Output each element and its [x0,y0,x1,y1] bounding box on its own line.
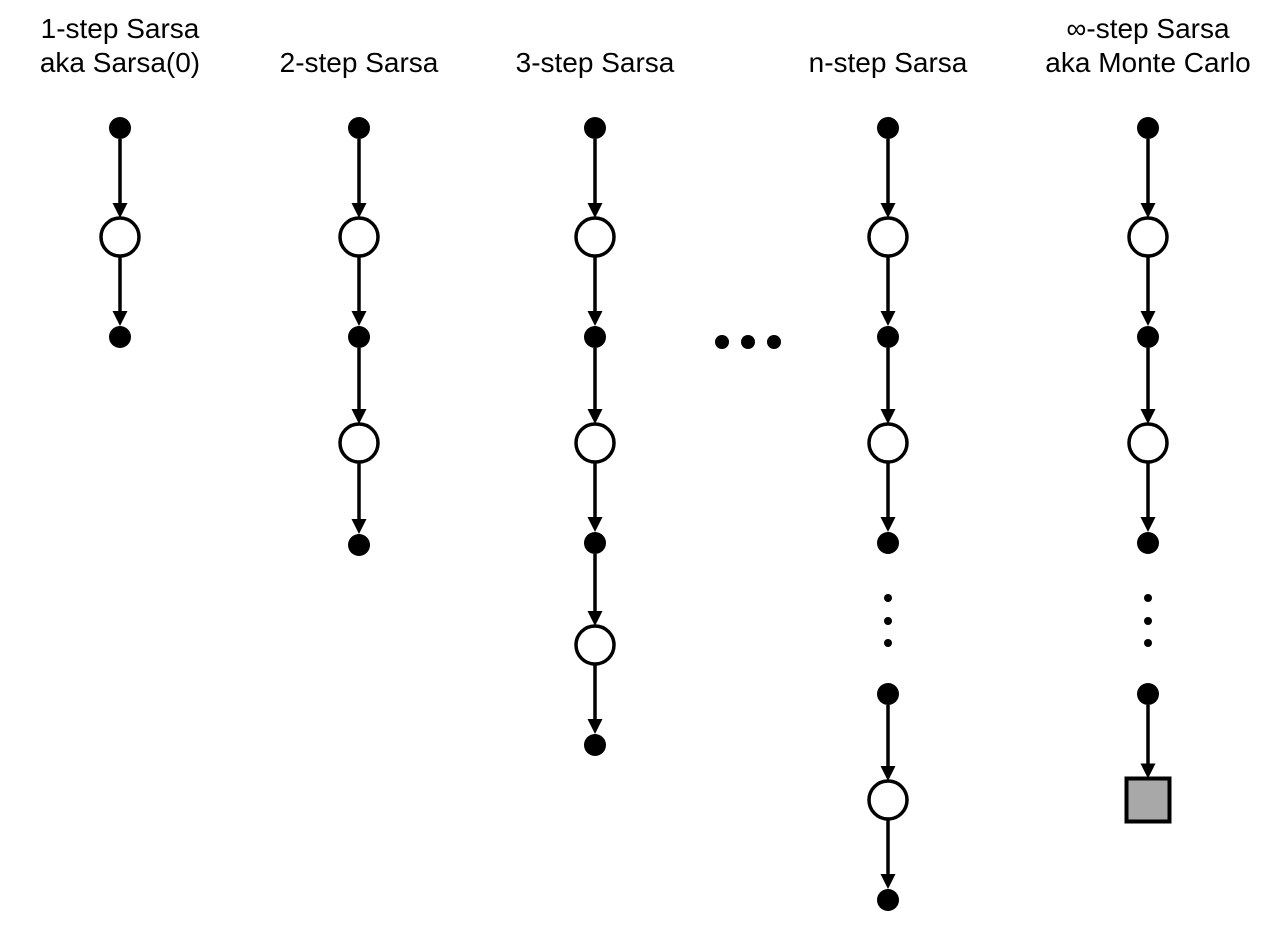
state-node-circle [338,422,380,464]
action-node-dot [1137,117,1159,139]
transition-arrow-head [880,203,896,218]
column-title-line: 1-step Sarsa [40,13,200,44]
transition-arrow-head [880,766,896,781]
transition-arrow-head [587,517,603,532]
vertical-ellipsis-dot [1144,594,1152,602]
column-title-two-step-sarsa: 2-step Sarsa [159,46,559,80]
action-node-dot [1137,532,1159,554]
transition-arrow-head [880,874,896,889]
state-node-circle [574,422,616,464]
horizontal-ellipsis [715,335,781,349]
vertical-ellipsis-dot [884,594,892,602]
action-node-dot [109,326,131,348]
transition-arrow-head [1140,311,1156,326]
terminal-state-square [1124,776,1172,824]
horizontal-ellipsis-dot [715,335,729,349]
horizontal-ellipsis-dot [741,335,755,349]
state-node-circle [867,779,909,821]
backup-column-n-step-sarsa [867,117,909,911]
action-node-dot [348,326,370,348]
action-node-dot [109,117,131,139]
action-node-dot [877,532,899,554]
state-node-circle [1127,216,1169,258]
vertical-ellipsis-dot [1144,639,1152,647]
transition-arrow-head [1140,517,1156,532]
column-title-line: n-step Sarsa [808,47,968,78]
action-node-dot [877,117,899,139]
state-node-circle [867,216,909,258]
state-node-circle [574,216,616,258]
transition-arrow-head [351,203,367,218]
action-node-dot [348,534,370,556]
column-title-line: 3-step Sarsa [515,47,675,78]
column-title-n-step-sarsa: n-step Sarsa [688,46,1088,80]
transition-arrow-head [880,409,896,424]
backup-column-two-step-sarsa [338,117,380,556]
transition-arrow-head [112,203,128,218]
transition-arrow-head [1140,203,1156,218]
column-title-line: aka Sarsa(0) [39,47,201,78]
backup-column-infinity-step-sarsa [1124,117,1172,824]
transition-arrow-head [587,311,603,326]
transition-arrow-head [587,611,603,626]
action-node-dot [584,532,606,554]
action-node-dot [877,889,899,911]
action-node-dot [584,326,606,348]
column-title-line: aka Monte Carlo [1045,47,1251,78]
vertical-ellipsis-dot [1144,617,1152,625]
state-node-circle [338,216,380,258]
terminal-arrow-head [1140,763,1156,779]
transition-arrow-head [351,519,367,534]
transition-arrow-head [587,719,603,734]
state-node-circle [867,422,909,464]
backup-column-three-step-sarsa [574,117,616,756]
transition-arrow-head [587,409,603,424]
column-title-line: 2-step Sarsa [279,47,439,78]
action-node-dot [348,117,370,139]
horizontal-ellipsis-dot [767,335,781,349]
action-node-dot [877,683,899,705]
action-node-dot [584,117,606,139]
vertical-ellipsis-dot [884,639,892,647]
state-node-circle [99,216,141,258]
vertical-ellipsis-dot [884,617,892,625]
transition-arrow-head [351,311,367,326]
column-title-three-step-sarsa: 3-step Sarsa [395,46,795,80]
transition-arrow-head [1140,409,1156,424]
backup-column-one-step-sarsa [99,117,141,348]
state-node-circle [1127,422,1169,464]
transition-arrow-head [587,203,603,218]
state-node-circle [574,624,616,666]
transition-arrow-head [880,311,896,326]
action-node-dot [1137,683,1159,705]
transition-arrow-head [351,409,367,424]
column-title-line: ∞-step Sarsa [1066,13,1230,44]
action-node-dot [584,734,606,756]
transition-arrow-head [880,517,896,532]
action-node-dot [1137,326,1159,348]
action-node-dot [877,326,899,348]
transition-arrow-head [112,311,128,326]
